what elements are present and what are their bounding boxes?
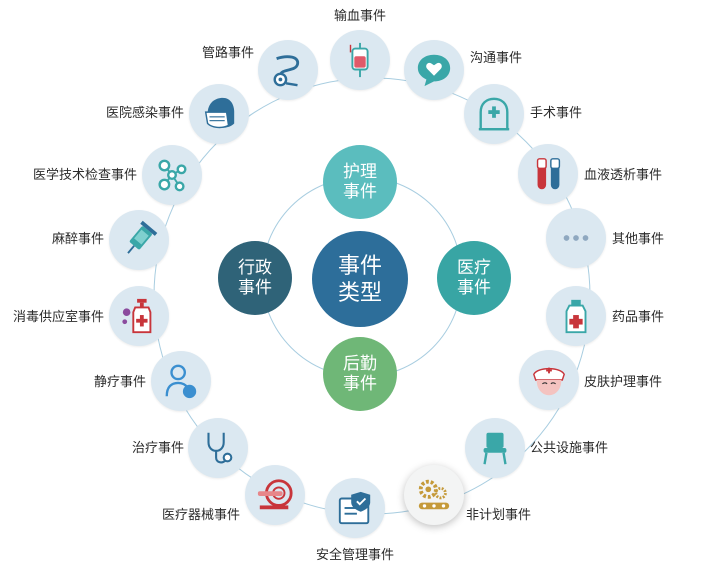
label-infection: 医院感染事件 <box>105 105 184 120</box>
hub-medical-line1: 医疗 <box>457 257 491 277</box>
node-infection[interactable] <box>189 84 249 144</box>
surgical-lamp-icon <box>478 97 510 131</box>
hub-nursing[interactable]: 护理 事件 <box>323 145 397 219</box>
node-tech-exam[interactable] <box>142 145 202 205</box>
sanitizer-icon <box>122 298 152 334</box>
label-treatment: 治疗事件 <box>131 440 184 455</box>
hub-admin[interactable]: 行政 事件 <box>218 241 292 315</box>
node-catheter[interactable] <box>258 40 318 100</box>
hub-logistics-line1: 后勤 <box>343 353 377 373</box>
stethoscope-icon <box>207 432 233 464</box>
label-public-facility: 公共设施事件 <box>530 440 609 455</box>
label-blood-transfusion: 输血事件 <box>333 8 386 23</box>
hub-admin-line2: 事件 <box>238 278 272 297</box>
node-safety-management[interactable] <box>325 478 385 538</box>
center-hub-line1: 事件 <box>337 252 382 278</box>
node-public-facility[interactable] <box>465 418 525 478</box>
shield-document-icon <box>338 491 371 525</box>
label-skin-care: 皮肤护理事件 <box>584 374 663 389</box>
hub-nursing-line1: 护理 <box>343 161 377 181</box>
label-drug: 药品事件 <box>612 309 665 324</box>
center-hub-event-types: 事件 类型 <box>312 231 408 327</box>
label-equipment: 医疗器械事件 <box>161 507 240 522</box>
syringe-icon <box>127 220 158 254</box>
patient-icon <box>165 364 197 399</box>
node-drug[interactable] <box>546 286 606 346</box>
hub-admin-line1: 行政 <box>238 257 272 277</box>
label-catheter: 管路事件 <box>201 45 254 60</box>
node-dialysis[interactable] <box>518 144 578 204</box>
label-other: 其他事件 <box>612 231 665 246</box>
node-blood-transfusion[interactable] <box>330 30 390 90</box>
hub-nursing-line2: 事件 <box>343 182 377 201</box>
ellipsis-icon <box>563 235 589 241</box>
blood-bag-icon <box>349 42 369 78</box>
hub-medical-line2: 事件 <box>457 278 491 297</box>
medicine-bottle-icon <box>565 299 587 334</box>
label-infusion: 静疗事件 <box>93 374 146 389</box>
label-anesthesia: 麻醉事件 <box>51 231 104 246</box>
label-communication: 沟通事件 <box>470 50 523 65</box>
label-tech-exam: 医学技术检查事件 <box>32 167 137 182</box>
ct-scanner-icon <box>257 479 293 510</box>
node-unplanned[interactable] <box>404 465 464 525</box>
node-surgery[interactable] <box>464 84 524 144</box>
hub-logistics-line2: 事件 <box>343 374 377 393</box>
label-disinfection: 消毒供应室事件 <box>12 309 104 324</box>
node-anesthesia[interactable] <box>109 210 169 270</box>
nurse-icon <box>533 367 565 396</box>
hub-medical[interactable]: 医疗 事件 <box>437 241 511 315</box>
catheter-icon <box>273 55 300 87</box>
label-unplanned: 非计划事件 <box>466 507 532 522</box>
node-communication[interactable] <box>404 40 464 100</box>
node-equipment[interactable] <box>245 465 305 525</box>
molecule-icon <box>158 159 187 192</box>
test-tubes-icon <box>536 158 561 190</box>
gears-icon <box>418 479 450 510</box>
label-safety-management: 安全管理事件 <box>315 547 394 562</box>
chat-heart-icon <box>417 54 451 87</box>
node-other[interactable] <box>546 208 606 268</box>
node-disinfection[interactable] <box>109 286 169 346</box>
chair-icon <box>483 432 507 465</box>
node-skin-care[interactable] <box>519 350 579 410</box>
hub-logistics[interactable]: 后勤 事件 <box>323 337 397 411</box>
label-surgery: 手术事件 <box>530 105 583 120</box>
node-infusion[interactable] <box>151 351 211 411</box>
masked-face-icon <box>204 97 235 129</box>
center-hub-line2: 类型 <box>337 280 382 305</box>
node-treatment[interactable] <box>188 418 248 478</box>
label-dialysis: 血液透析事件 <box>584 167 663 182</box>
